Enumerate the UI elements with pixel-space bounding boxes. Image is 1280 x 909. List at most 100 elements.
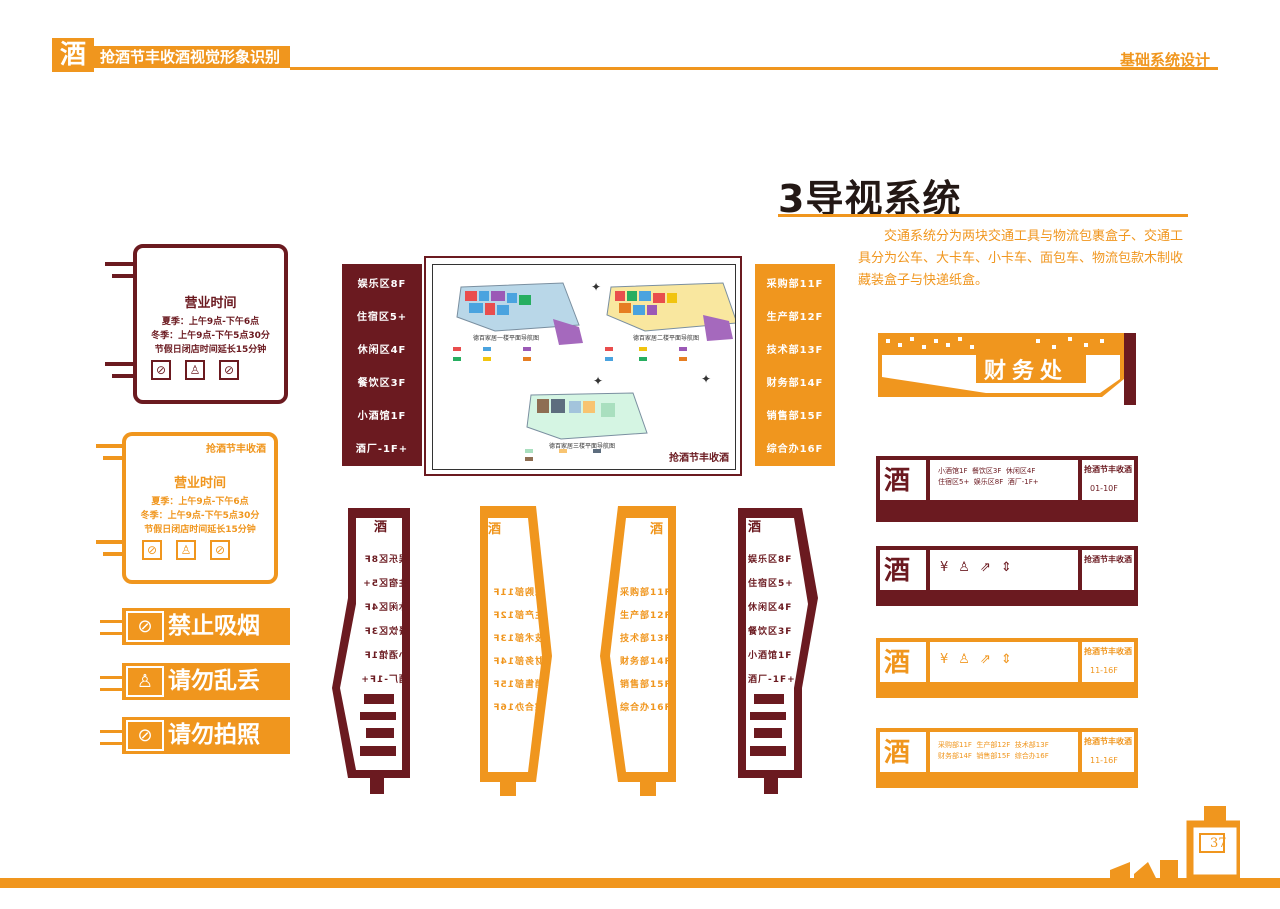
chapter-description: 交通系统分为两块交通工具与物流包裹盒子、交通工具分为公车、大卡车、小卡车、面包车… xyxy=(858,229,1184,288)
totem-logo: 酒 xyxy=(488,522,503,537)
hours-brand: 抢酒节丰收酒 xyxy=(206,444,266,455)
wall-sign-range: 01-10F xyxy=(1090,484,1118,493)
directory-item: 餐饮区3F xyxy=(357,378,407,389)
directory-item: 采购部11F xyxy=(766,279,824,290)
wall-sign-logo: 酒 xyxy=(884,648,911,678)
chapter-underline xyxy=(778,214,1188,217)
totem-frame xyxy=(738,508,818,794)
escalator-icon: ⇗ xyxy=(979,560,1001,575)
floor-map-area: ✦ ✦ ✦ 德百家居一楼平面导航图 德百家居二楼平面导航图 德百家居三楼平面导航… xyxy=(432,264,736,470)
footer-bar xyxy=(0,878,1280,888)
wall-directional-sign-1: 酒 小酒馆1F 餐饮区3F 休闲区4F 住宿区5+ 娱乐区8F 酒厂-1F+ 抢… xyxy=(876,456,1138,522)
totem-item: 餐饮区3F xyxy=(748,627,793,637)
wall-sign-frame xyxy=(876,546,1138,606)
wall-sign-item: 小酒馆1F xyxy=(938,467,968,475)
sign-mount xyxy=(100,742,122,745)
totem-item: 酒厂-1F+ xyxy=(748,675,796,685)
prohibition-text: 请勿乱丢 xyxy=(168,668,260,694)
directory-item: 技术部13F xyxy=(766,345,824,356)
directory-item: 综合办16F xyxy=(766,444,824,455)
currency-icon: ¥ xyxy=(940,652,959,667)
directory-item: 小酒馆1F xyxy=(357,411,407,422)
prohibition-text: 禁止吸烟 xyxy=(168,613,260,639)
totem-item: 销售部15F xyxy=(492,680,544,690)
no-smoking-icon: ⊘ xyxy=(142,540,162,560)
sign-mount xyxy=(100,676,122,679)
totem-frame xyxy=(332,508,410,794)
hours-winter: 冬季：上午9点-下午5点30分 xyxy=(151,331,270,341)
wall-sign-range: 11-16F xyxy=(1090,756,1118,765)
totem-item: 娱乐区8F xyxy=(748,555,793,565)
no-photo-icon: ⊘ xyxy=(219,360,239,380)
hours-title: 营业时间 xyxy=(173,476,226,491)
wall-sign-item: 技术部13F xyxy=(1014,741,1049,749)
wall-sign-item: 休闲区4F xyxy=(1005,467,1036,475)
totem-item: 综合办16F xyxy=(492,703,544,713)
hanging-office-sign: 财务处 xyxy=(876,333,1136,407)
hours-sign-maroon-mount xyxy=(112,374,133,378)
hours-sign-maroon-mount xyxy=(112,274,133,278)
no-smoking-icon: ⊘ xyxy=(151,360,171,380)
totem-item: 住宿区5+ xyxy=(748,579,794,589)
no-littering-icon: ♙ xyxy=(126,666,164,697)
wall-sign-item: 酒厂-1F+ xyxy=(1007,478,1039,486)
wall-sign-logo: 酒 xyxy=(884,556,911,586)
totem-item: 酒厂-1F+ xyxy=(360,675,408,685)
wall-sign-icons: ¥♙⇗⇕ xyxy=(940,652,1022,667)
totem-item: 生产部12F xyxy=(620,611,672,621)
directory-right-panel: 采购部11F 生产部12F 技术部13F 财务部14F 销售部15F 综合办16… xyxy=(755,264,835,466)
sign-mount xyxy=(100,632,122,635)
wall-directional-sign-4: 酒 采购部11F 生产部12F 技术部13F 财务部14F 销售部15F 综合办… xyxy=(876,728,1138,788)
wall-sign-frame xyxy=(876,728,1138,788)
floor-map-illustration: ✦ ✦ ✦ xyxy=(453,280,735,461)
wall-sign-logo: 酒 xyxy=(884,466,911,496)
wall-sign-frame xyxy=(876,638,1138,698)
hours-sign-orange-mount xyxy=(103,456,122,460)
page-number: 37 xyxy=(1210,836,1227,851)
directory-item: 酒厂-1F+ xyxy=(355,444,409,455)
totem-sign-4: 酒 娱乐区8F 住宿区5+ 休闲区4F 餐饮区3F 小酒馆1F 酒厂-1F+ xyxy=(736,508,830,794)
totem-item: 小酒馆1F xyxy=(748,651,793,661)
hours-sign-maroon-mount xyxy=(105,262,133,266)
totem-frame xyxy=(480,506,552,796)
hours-sign-orange: 抢酒节丰收酒 营业时间 夏季：上午9点-下午6点 冬季：上午9点-下午5点30分… xyxy=(122,432,278,584)
directory-item: 住宿区5+ xyxy=(356,312,408,323)
brand-logo: 酒 xyxy=(52,38,94,72)
totem-logo: 酒 xyxy=(650,522,665,537)
directory-item: 娱乐区8F xyxy=(357,279,407,290)
prohibition-sign-smoking: ⊘ 禁止吸烟 xyxy=(122,608,290,645)
totem-item: 采购部11F xyxy=(620,588,672,598)
wall-sign-item: 销售部15F xyxy=(976,752,1011,760)
sign-mount xyxy=(100,620,122,623)
floor-map-caption: 德百家居二楼平面导航图 xyxy=(633,335,700,342)
totem-item: 休闲区4F xyxy=(748,603,793,613)
totem-item: 娱乐区8F xyxy=(363,555,408,565)
currency-icon: ¥ xyxy=(940,560,959,575)
prohibition-sign-photo: ⊘ 请勿拍照 xyxy=(122,717,290,754)
wall-sign-item: 财务部14F xyxy=(938,752,972,760)
sign-mount xyxy=(100,688,122,691)
wall-sign-range: 11-16F xyxy=(1090,666,1118,675)
totem-item: 技术部13F xyxy=(492,634,544,644)
wall-sign-item: 采购部11F xyxy=(938,741,972,749)
wall-sign-brand: 抢酒节丰收酒 xyxy=(1084,465,1132,474)
no-smoking-icon: ⊘ xyxy=(126,611,164,642)
totem-item: 小酒馆1F xyxy=(363,651,408,661)
totem-logo: 酒 xyxy=(374,520,389,535)
wall-sign-item: 娱乐区8F xyxy=(973,478,1004,486)
hours-summer: 夏季：上午9点-下午6点 xyxy=(151,497,249,507)
chapter-title: 3导视系统 xyxy=(778,177,962,221)
totem-frame xyxy=(600,506,676,796)
document-title: 抢酒节丰收酒视觉形象识别 xyxy=(94,46,290,68)
totem-item: 财务部14F xyxy=(492,657,544,667)
wall-directional-sign-2: 酒 ¥♙⇗⇕ 抢酒节丰收酒 xyxy=(876,546,1138,606)
toilet-icon: ♙ xyxy=(958,652,980,667)
directory-item: 生产部12F xyxy=(766,312,824,323)
wall-sign-item: 餐饮区3F xyxy=(971,467,1002,475)
totem-item: 住宿区5+ xyxy=(362,579,408,589)
hours-winter: 冬季：上午9点-下午5点30分 xyxy=(140,511,260,521)
wall-sign-items: 采购部11F 生产部12F 技术部13F 财务部14F 销售部15F 综合办16… xyxy=(938,740,1078,762)
floor-map-caption: 德百家居三楼平面导航图 xyxy=(549,443,616,450)
no-littering-icon: ♙ xyxy=(176,540,196,560)
section-label: 基础系统设计 xyxy=(1120,51,1211,69)
